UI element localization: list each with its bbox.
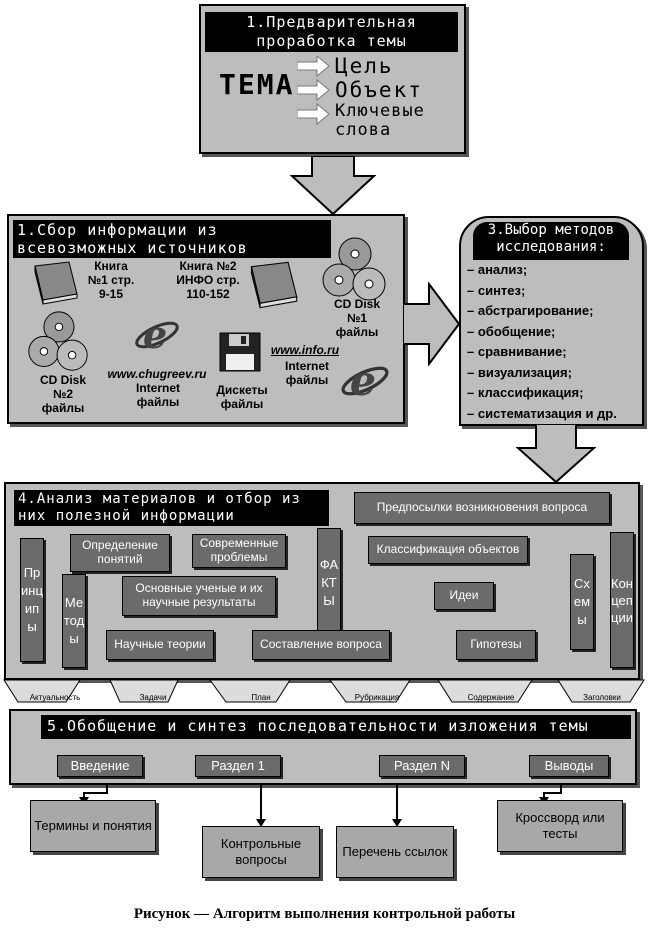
method-item: – анализ; (467, 262, 528, 277)
tab-label: План (251, 693, 271, 702)
internet-explorer-icon: e (135, 312, 179, 357)
cd-icon (322, 237, 386, 301)
web1-url: www.chugreev.ru (107, 367, 207, 381)
funnel-tabs (3, 679, 645, 703)
method-item: – классификация; (467, 385, 584, 400)
book2-label: Книга №2 ИНФО стр. 110-152 (176, 259, 240, 301)
scientists-box: Основные ученые и их научные результаты (122, 576, 276, 616)
keywords-item: Ключевые слова (335, 101, 425, 140)
intro-box: Введение (57, 755, 143, 777)
hypotheses-box: Гипотезы (456, 630, 536, 660)
definitions-box: Определение понятий (70, 534, 170, 572)
facts-box: ФАКТЫ (317, 528, 341, 638)
concepts-box: Концепции (610, 532, 634, 668)
step1-title: 1.Предварительная проработка темы (205, 12, 458, 52)
principles-box: Принципы (20, 538, 44, 662)
down-arrow-1 (290, 156, 376, 216)
internet-explorer-icon: e (341, 356, 389, 405)
right-arrow (403, 282, 461, 366)
book-icon (250, 261, 298, 309)
step4-title: 4.Анализ материалов и отбор из них полез… (14, 490, 329, 526)
goal-item: Цель (335, 54, 394, 78)
down-arrow-2 (516, 424, 596, 484)
step4-panel: 4.Анализ материалов и отбор из них полез… (4, 482, 640, 680)
methods-box: Методы (62, 574, 86, 668)
web2-url: www.info.ru (270, 343, 340, 357)
svg-text:e: e (143, 312, 167, 357)
web1-label: Internet файлы (135, 381, 180, 409)
figure-caption: Рисунок — Алгоритм выполнения контрольно… (133, 906, 516, 922)
schemes-box: Схемы (570, 554, 594, 650)
cd2-label: CD Disk №2 файлы (39, 373, 86, 415)
tab-label: Рубрикация (354, 693, 400, 702)
step3-panel: 3.Выбор методов исследования: – анализ; … (459, 216, 644, 426)
ideas-box: Идеи (434, 582, 494, 610)
method-item: – абстрагирование; (467, 303, 594, 318)
floppy-disk-icon (219, 332, 261, 372)
tema-label: ТЕМА (219, 68, 295, 101)
output-control-questions: Контрольные вопросы (202, 826, 320, 878)
section1-box: Раздел 1 (195, 755, 281, 777)
preconditions-box: Предпосылки возникновения вопроса (354, 492, 610, 524)
step3-title: 3.Выбор методов исследования: (473, 222, 629, 260)
step2-panel: 1.Сбор информации из всевозможных источн… (7, 214, 405, 424)
tab-label: Содержание (467, 693, 515, 702)
svg-text:e: e (350, 356, 376, 405)
method-item: – сравнивание; (467, 344, 567, 359)
tab-label: Актуальность (29, 693, 81, 702)
web2-label: Internet файлы (284, 359, 329, 387)
method-item: – систематизация и др. (467, 405, 617, 421)
book1-label: Книга №1 стр. 9-15 (87, 259, 135, 301)
book-icon (34, 261, 78, 305)
method-item: – синтез; (467, 282, 526, 298)
step2-title: 1.Сбор информации из всевозможных источн… (13, 220, 331, 258)
output-terms: Термины и понятия (30, 800, 156, 852)
floppy-label: Дискеты файлы (216, 383, 268, 411)
tab-label: Задачи (139, 693, 167, 702)
classification-box: Классификация объектов (368, 536, 528, 564)
method-item: – визуализация; (467, 364, 572, 380)
output-references: Перечень ссылок (336, 826, 454, 878)
conclusions-box: Выводы (529, 755, 609, 777)
step5-title: 5.Обобщение и синтез последовательности … (41, 715, 631, 739)
tab-label: Заголовки (583, 693, 621, 702)
method-item: – обобщение; (467, 323, 556, 339)
theories-box: Научные теории (106, 630, 214, 660)
cd-icon (28, 311, 88, 371)
sectionN-box: Раздел N (379, 755, 465, 777)
arrow-icon (297, 56, 330, 126)
modern-problems-box: Современные проблемы (192, 534, 286, 568)
output-crossword: Кроссворд или тесты (497, 800, 623, 852)
step1-panel: 1.Предварительная проработка темы ТЕМА Ц… (199, 4, 466, 154)
cd1-label: CD Disk №1 файлы (333, 297, 380, 339)
question-box: Составление вопроса (252, 630, 390, 660)
object-item: Объект (335, 78, 423, 102)
methods-list: – анализ; – синтез; – абстрагирование; –… (467, 260, 643, 424)
step5-panel: 5.Обобщение и синтез последовательности … (9, 709, 637, 785)
